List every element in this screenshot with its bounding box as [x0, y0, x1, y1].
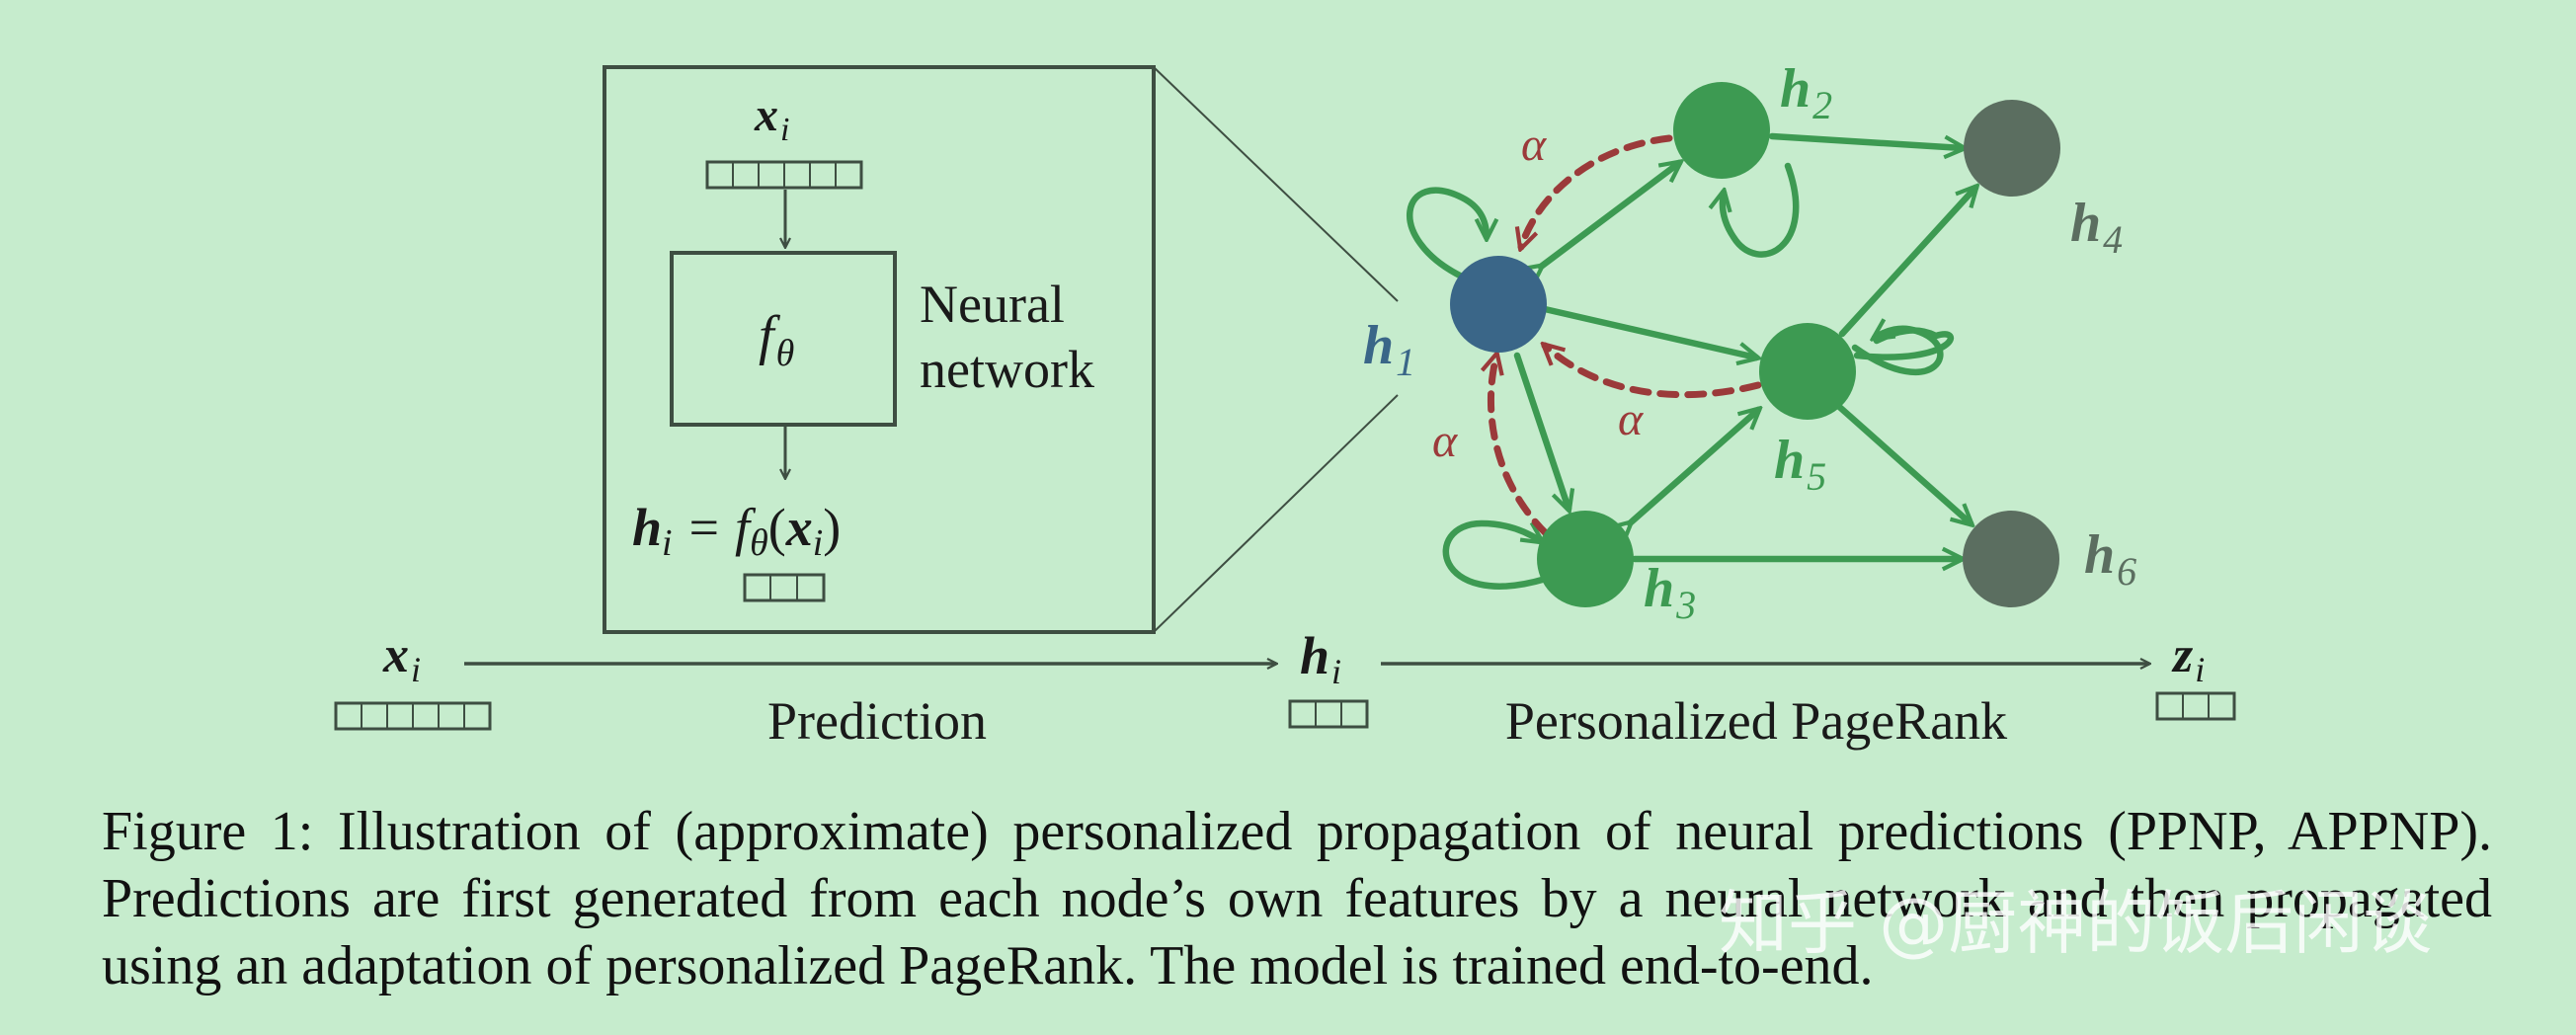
zoom-box [603, 65, 1156, 634]
ppnp-figure: xi fθ Neural network hi = fθ(xi) xi Pred… [334, 58, 2236, 751]
edge-h5-h4 [1838, 188, 1975, 338]
node-h3 [1537, 511, 1634, 607]
alpha-label-right: α [1618, 393, 1644, 445]
neural-network-label-2: network [920, 340, 1094, 399]
watermark: 知乎 @厨神的饭后闲谈 [1719, 883, 2433, 964]
teleport-h2-h1 [1521, 134, 1673, 247]
zoom-line-bottom [1153, 394, 1399, 633]
xi-main-vector [334, 701, 492, 731]
graph-edges [1407, 132, 1975, 590]
node-h4-label: h4 [2070, 193, 2123, 262]
node-h2 [1673, 82, 1770, 179]
node-h6-label: h6 [2084, 524, 2136, 594]
hi-main-label: hi [1300, 626, 1341, 691]
edge-h5-h6 [1833, 401, 1971, 523]
xi-input-label: xi [754, 89, 789, 148]
node-h3-label: h3 [1644, 558, 1696, 627]
self-loop-h3 [1442, 519, 1550, 590]
zi-main-vector [2155, 691, 2236, 721]
edge-h1-h3 [1513, 352, 1569, 509]
edge-h2-h4 [1768, 132, 1963, 148]
self-loop-h5 [1853, 327, 1955, 360]
node-h5 [1759, 323, 1856, 420]
node-h1-label: h1 [1363, 315, 1415, 384]
edge-h1-h2 [1541, 163, 1679, 267]
edge-h1-h5 [1545, 309, 1756, 358]
prediction-label: Prediction [767, 691, 987, 751]
zoom-line-top [1153, 66, 1399, 302]
hi-equation: hi = fθ(xi) [632, 498, 841, 564]
alpha-label-top: α [1521, 119, 1547, 171]
self-loop-h2 [1723, 162, 1800, 258]
output-vector-inner [743, 573, 826, 602]
f-theta-box [670, 251, 897, 427]
figure-caption: Figure 1: Illustration of (approximate) … [102, 801, 2492, 996]
teleport-edges [1490, 134, 1762, 537]
self-loop-h5-b [1851, 329, 1944, 375]
xi-main-label: xi [382, 627, 421, 689]
personalized-pagerank-label: Personalized PageRank [1505, 691, 2007, 751]
node-h6 [1963, 511, 2059, 607]
edge-h3-h5 [1630, 410, 1758, 523]
zi-main-label: zi [2171, 627, 2205, 689]
hi-main-vector [1288, 699, 1369, 729]
self-loop-h1 [1407, 187, 1487, 280]
f-theta-label: fθ [759, 305, 794, 374]
alpha-label-left: α [1432, 415, 1458, 467]
node-h1 [1450, 256, 1547, 353]
node-h5-label: h5 [1774, 430, 1826, 499]
teleport-h3-h1 [1490, 356, 1550, 537]
node-h2-label: h2 [1780, 58, 1832, 127]
node-h4 [1964, 100, 2060, 197]
teleport-h5-h1 [1545, 346, 1762, 399]
neural-network-label-1: Neural [920, 275, 1065, 334]
input-vector-inner [705, 160, 863, 190]
